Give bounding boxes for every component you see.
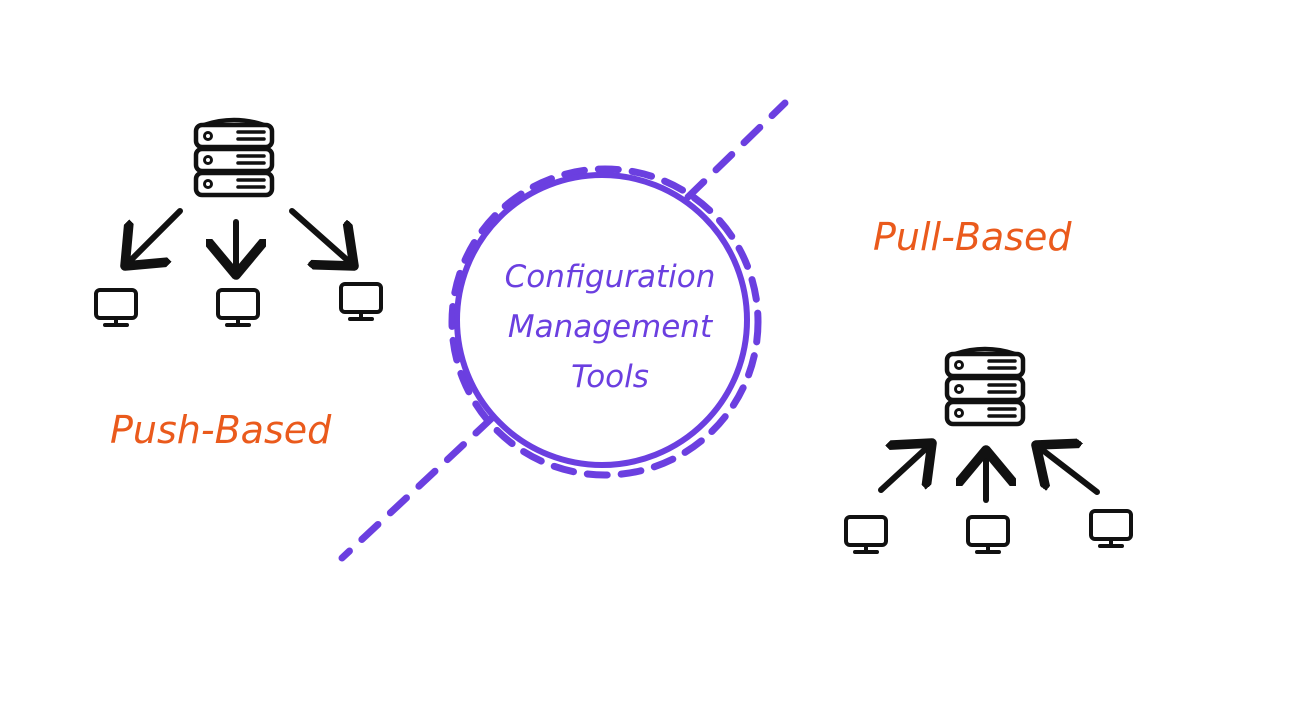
push-based-label: Push-Based [110, 408, 332, 452]
center-solid-ring [454, 172, 750, 468]
pull-arrow-left [878, 443, 932, 493]
center-title-line-2: Management [507, 309, 713, 345]
center-title-line-1: Configuration [504, 259, 716, 295]
pull-arrow-right [1036, 445, 1100, 495]
push-client-1-icon [94, 288, 138, 327]
push-client-3-icon [339, 282, 383, 321]
pull-client-2-icon [966, 515, 1010, 554]
push-arrow-left [125, 208, 183, 266]
push-arrow-right [289, 208, 354, 266]
pull-client-3-icon [1089, 509, 1133, 548]
pull-server-icon [947, 349, 1023, 424]
push-server-icon [196, 120, 272, 195]
pull-client-1-icon [844, 515, 888, 554]
center-title: Configuration Management Tools [470, 252, 750, 402]
divider-lower [338, 414, 496, 562]
pull-based-label: Pull-Based [873, 215, 1072, 259]
divider-upper [684, 99, 789, 201]
center-dashed-ring [448, 165, 762, 479]
center-title-line-3: Tools [571, 359, 649, 395]
push-client-2-icon [216, 288, 260, 327]
